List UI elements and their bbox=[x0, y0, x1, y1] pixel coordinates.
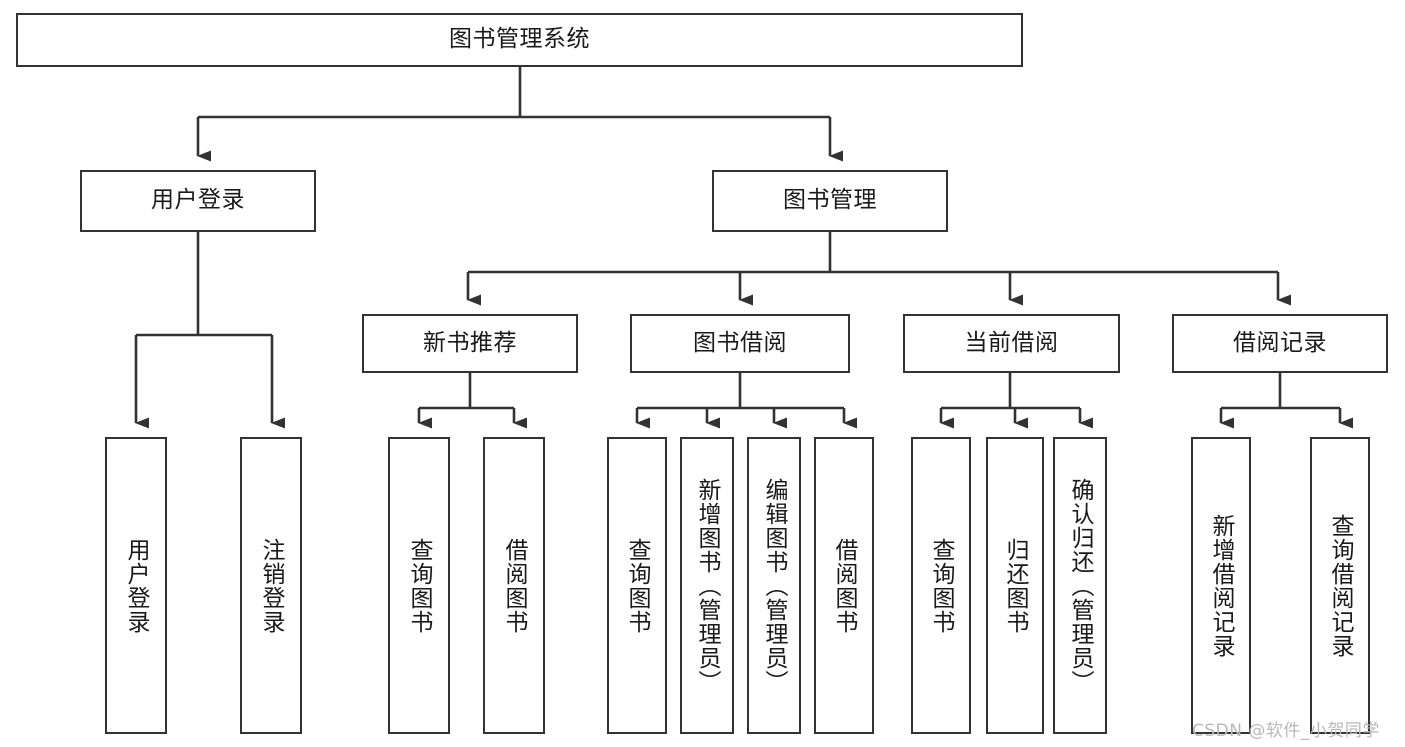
node-root-label: 图书管理系统 bbox=[449, 26, 590, 53]
leaf-label: 注销登录 bbox=[258, 537, 285, 634]
node-label: 图书管理 bbox=[783, 187, 877, 214]
edges-root-to-level2 bbox=[196, 67, 843, 162]
edges-newbook-to-leaves bbox=[417, 373, 527, 429]
node-label: 用户登录 bbox=[151, 187, 245, 214]
leaf-borrow-books[interactable]: 借阅图书 bbox=[814, 437, 874, 734]
leaf-query-borrow-record[interactable]: 查询借阅记录 bbox=[1310, 437, 1370, 734]
node-label: 图书借阅 bbox=[693, 329, 787, 356]
leaf-logout[interactable]: 注销登录 bbox=[240, 437, 302, 734]
node-label: 借阅记录 bbox=[1233, 329, 1327, 356]
leaf-confirm-return-admin[interactable]: 确认归还（管理员） bbox=[1053, 437, 1107, 734]
leaf-label: 确认归还（管理员） bbox=[1067, 477, 1094, 694]
leaf-label: 查询图书 bbox=[624, 537, 651, 634]
leaf-label: 用户登录 bbox=[123, 537, 150, 634]
leaf-label: 借阅图书 bbox=[501, 537, 528, 634]
leaf-query-books-current[interactable]: 查询图书 bbox=[911, 437, 971, 734]
leaf-edit-book-admin[interactable]: 编辑图书（管理员） bbox=[747, 437, 801, 734]
leaf-add-book-admin[interactable]: 新增图书（管理员） bbox=[680, 437, 734, 734]
leaf-add-borrow-record[interactable]: 新增借阅记录 bbox=[1191, 437, 1251, 734]
edges-record-to-leaves bbox=[1219, 373, 1353, 429]
leaf-query-books-newbook[interactable]: 查询图书 bbox=[388, 437, 450, 734]
leaf-label: 归还图书 bbox=[1002, 537, 1029, 634]
leaf-return-books[interactable]: 归还图书 bbox=[986, 437, 1044, 734]
leaf-borrow-books-newbook[interactable]: 借阅图书 bbox=[483, 437, 545, 734]
leaf-label: 借阅图书 bbox=[831, 537, 858, 634]
leaf-query-books-borrow[interactable]: 查询图书 bbox=[607, 437, 667, 734]
leaf-label: 新增图书（管理员） bbox=[694, 477, 721, 694]
node-user-login[interactable]: 用户登录 bbox=[80, 170, 316, 232]
node-book-management[interactable]: 图书管理 bbox=[712, 170, 948, 232]
leaf-label: 查询图书 bbox=[406, 537, 433, 634]
leaf-label: 查询借阅记录 bbox=[1327, 513, 1354, 658]
edges-current-to-leaves bbox=[939, 373, 1093, 429]
node-current-borrow[interactable]: 当前借阅 bbox=[903, 314, 1120, 373]
leaf-label: 查询图书 bbox=[928, 537, 955, 634]
edges-bookmgmt-to-level3 bbox=[466, 232, 1291, 306]
node-book-borrow[interactable]: 图书借阅 bbox=[630, 314, 850, 373]
node-new-book-recommend[interactable]: 新书推荐 bbox=[362, 314, 578, 373]
edges-borrow-to-leaves bbox=[635, 373, 857, 429]
node-label: 新书推荐 bbox=[423, 329, 517, 356]
leaf-label: 编辑图书（管理员） bbox=[761, 477, 788, 694]
leaf-label: 新增借阅记录 bbox=[1208, 513, 1235, 658]
edges-userlogin-to-leaves bbox=[134, 232, 285, 429]
node-label: 当前借阅 bbox=[964, 329, 1059, 356]
leaf-user-login[interactable]: 用户登录 bbox=[105, 437, 167, 734]
node-root-system[interactable]: 图书管理系统 bbox=[16, 13, 1023, 67]
csdn-watermark: CSDN @软件_小贺同学 bbox=[1192, 721, 1380, 741]
node-borrow-record[interactable]: 借阅记录 bbox=[1172, 314, 1388, 373]
